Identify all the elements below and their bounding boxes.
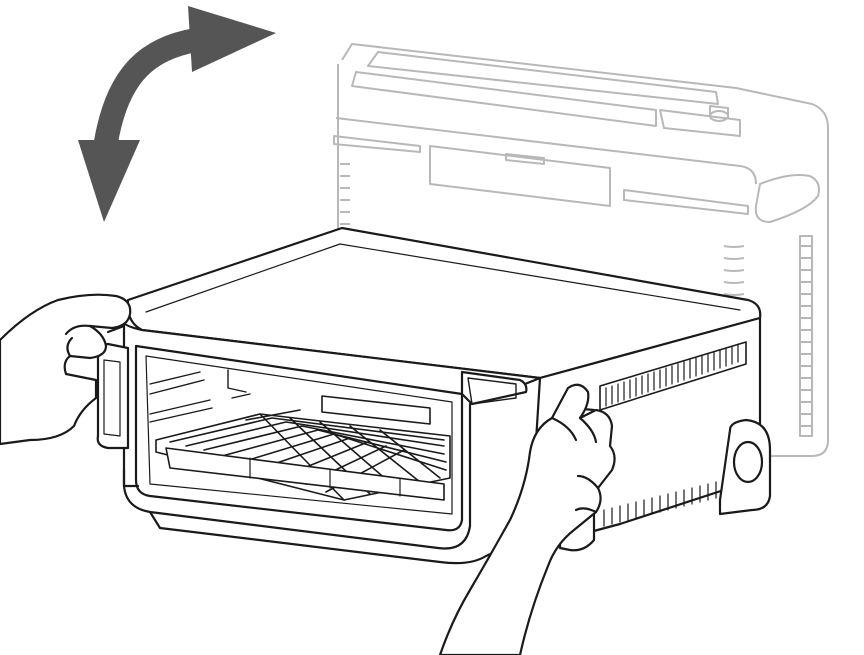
- ghost-upright-appliance: [333, 43, 829, 457]
- right-hand: [438, 383, 616, 655]
- curved-double-arrow-icon: [78, 6, 276, 222]
- left-hand: [0, 293, 132, 446]
- main-appliance: [96, 226, 772, 565]
